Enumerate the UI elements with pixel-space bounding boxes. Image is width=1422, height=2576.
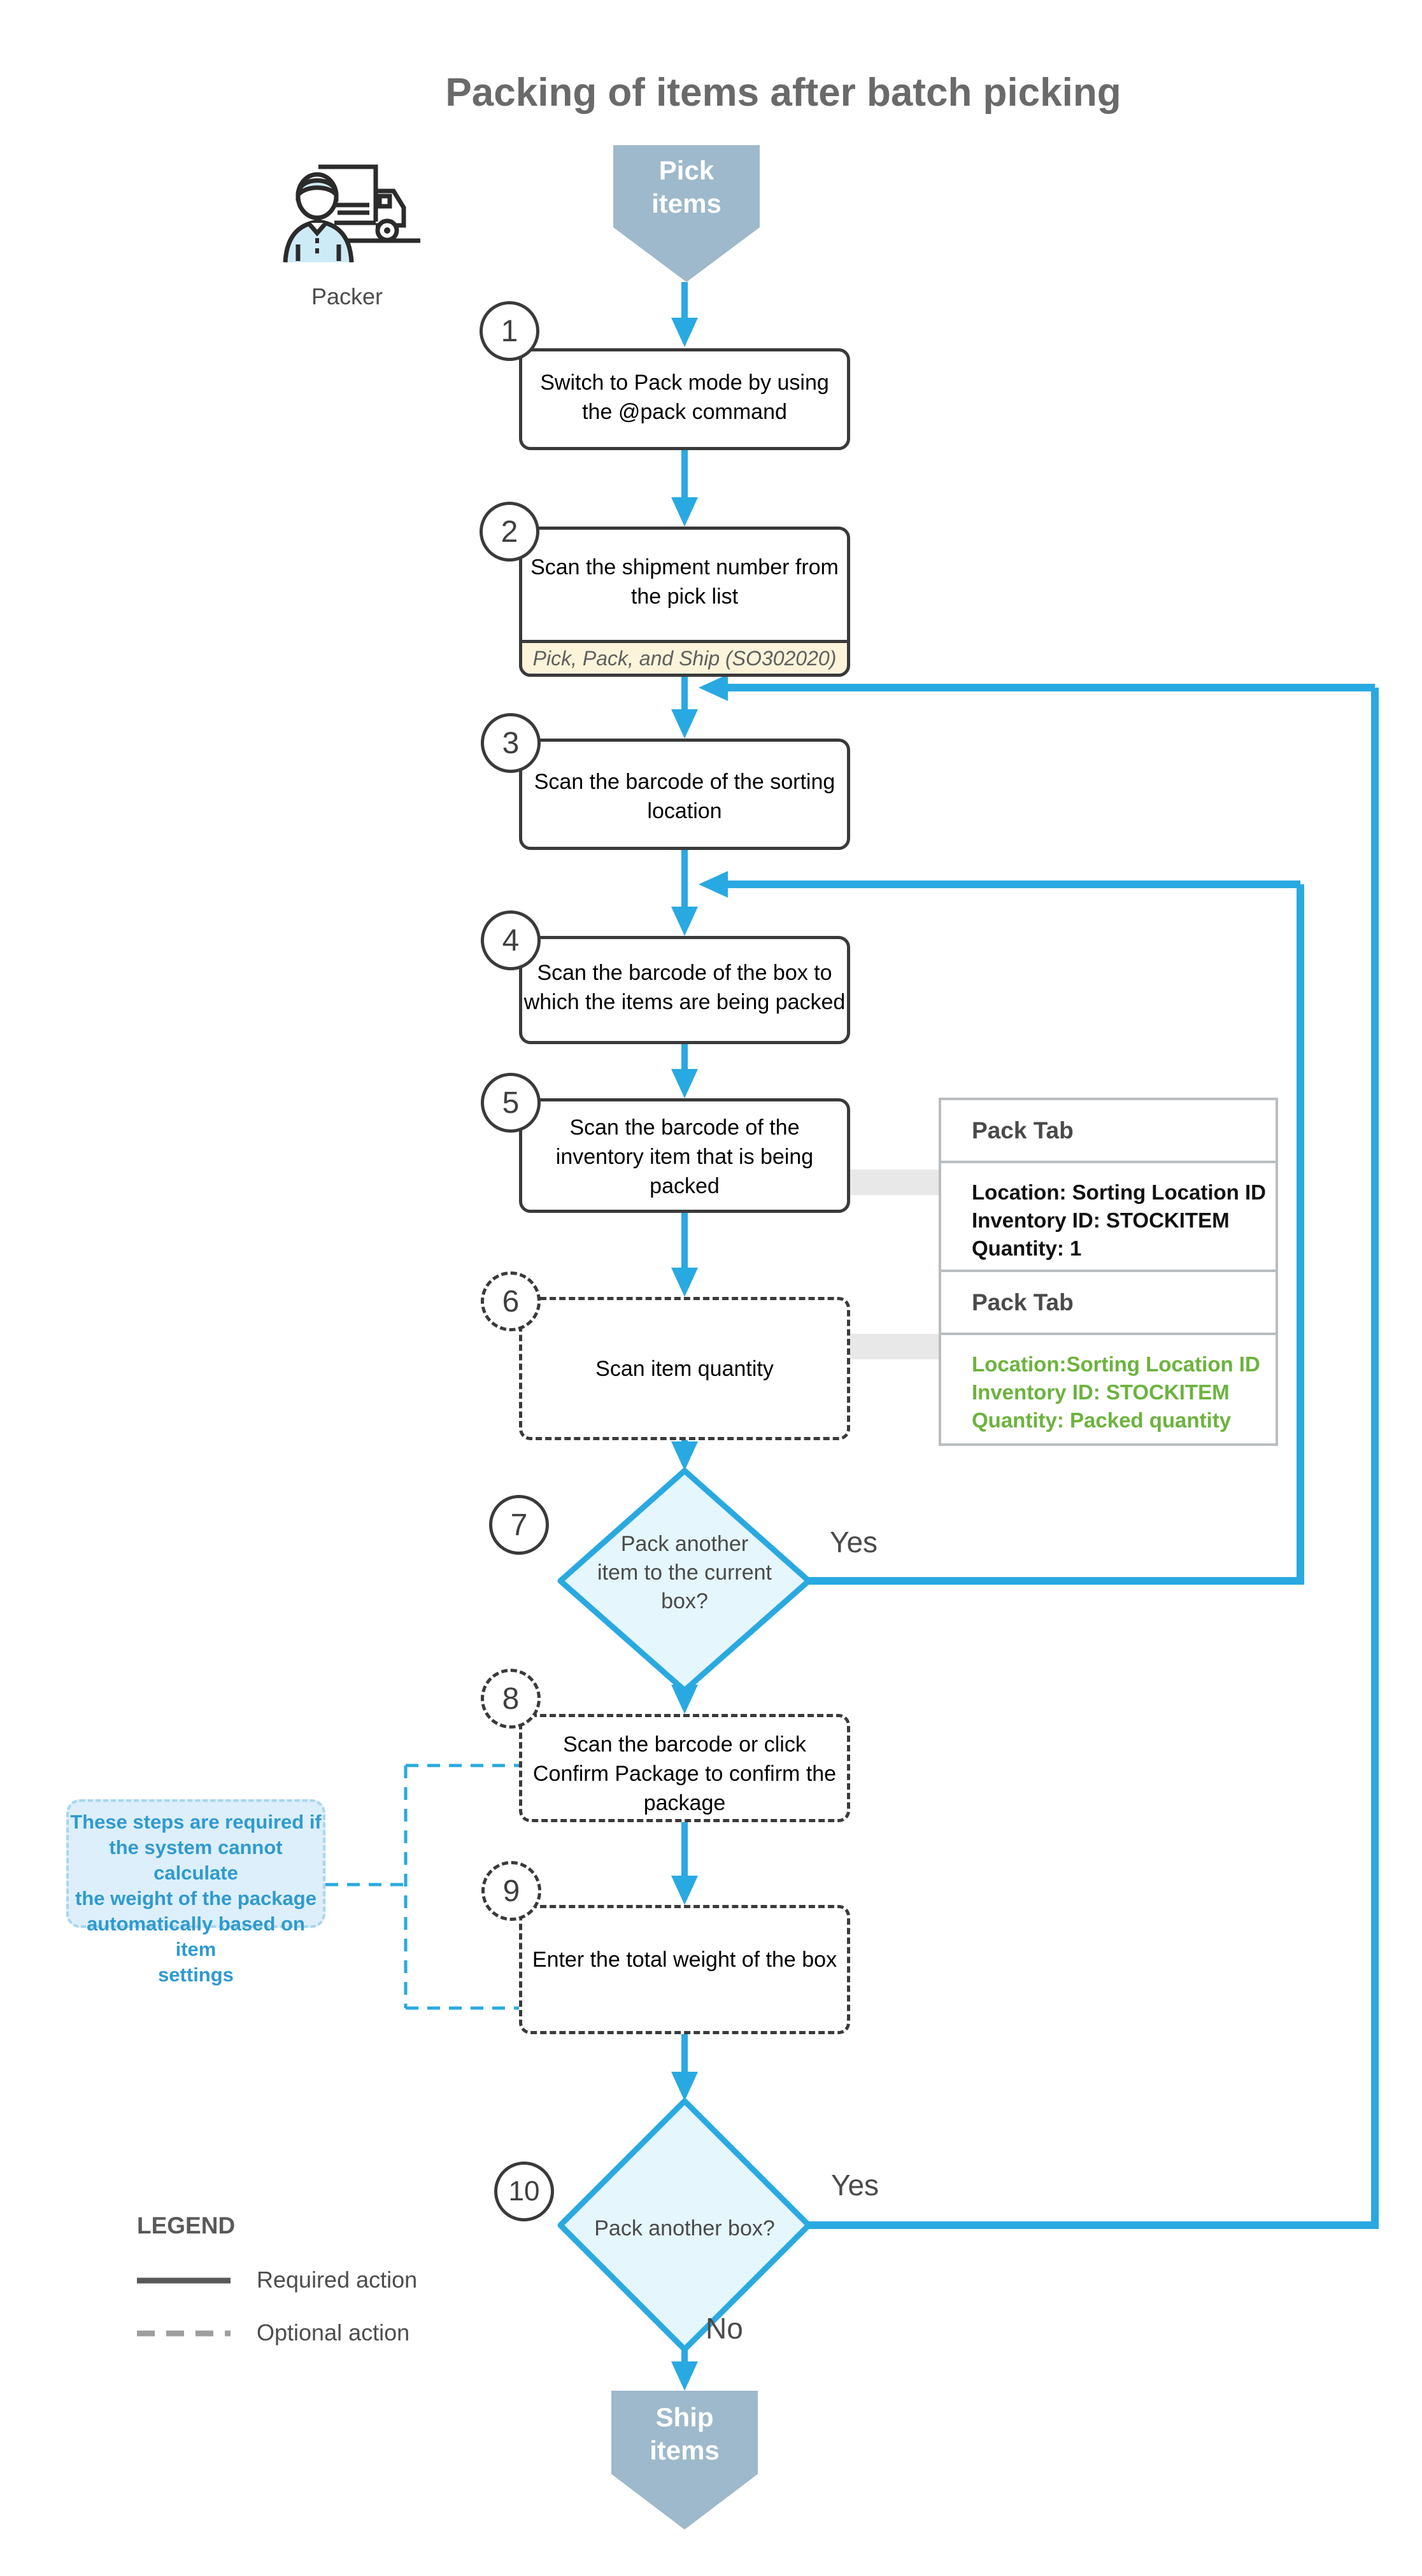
- pack-tab-callout-2: Pack Tab Location:Sorting Location ID In…: [939, 1270, 1278, 1446]
- step-7-number: 7: [510, 1508, 528, 1542]
- step-1-badge: 1: [480, 301, 539, 361]
- step-6-number: 6: [502, 1284, 520, 1319]
- step-5-box: Scan the barcode of the inventory item t…: [519, 1098, 850, 1213]
- arrow-step9-to-step10: [671, 2034, 698, 2101]
- arrow-step10-to-end: [671, 2349, 698, 2391]
- step-1-box: Switch to Pack mode by using the @pack c…: [519, 348, 850, 450]
- pack-tab-1-line-inventory: Inventory ID: STOCKITEM: [972, 1208, 1230, 1232]
- arrow-step8-to-step9: [671, 1822, 698, 1905]
- step-2-badge: 2: [480, 502, 539, 562]
- decision-7-diamond: [557, 1468, 812, 1694]
- step-10-badge: 10: [494, 2162, 554, 2221]
- step-8-number: 8: [502, 1681, 520, 1716]
- pack-tab-1-line-quantity: Quantity: 1: [972, 1236, 1082, 1260]
- packer-icon: [283, 164, 420, 263]
- arrow-start-to-step1: [671, 282, 698, 347]
- decision-7-text: Pack another item to the current box?: [597, 1532, 772, 1613]
- note-bracket: [325, 1764, 519, 2010]
- step-4-box: Scan the barcode of the box to which the…: [519, 936, 850, 1044]
- page-title: Packing of items after batch picking: [445, 71, 1121, 115]
- step-4-badge: 4: [481, 910, 541, 970]
- merge-arrow-into-step3: [699, 674, 1375, 701]
- merge-arrow-into-step4: [699, 871, 1300, 898]
- arrow-step4-to-step5: [671, 1044, 698, 1098]
- pack-tab-callout-1: Pack Tab Location: Sorting Location ID I…: [939, 1098, 1278, 1275]
- step-5-number: 5: [502, 1086, 520, 1120]
- decision-10-diamond: [557, 2098, 812, 2353]
- legend-required-label: Required action: [257, 2267, 418, 2293]
- legend-optional-label: Optional action: [257, 2319, 410, 2346]
- step-8-box: Scan the barcode or click Confirm Packag…: [519, 1714, 850, 1822]
- step-2-box: Scan the shipment number from the pick l…: [519, 527, 850, 677]
- pack-tab-2-line-quantity: Quantity: Packed quantity: [972, 1408, 1232, 1432]
- pack-tab-2-title: Pack Tab: [941, 1272, 1276, 1335]
- legend-title: LEGEND: [137, 2212, 236, 2239]
- step-10-number: 10: [508, 2176, 540, 2207]
- step-3-box: Scan the barcode of the sorting location: [519, 739, 850, 850]
- step-1-number: 1: [501, 314, 518, 348]
- weight-note: These steps are required if the system c…: [66, 1799, 325, 1986]
- arrow-step3-to-step4: [671, 850, 698, 936]
- packer-figure: [274, 159, 427, 271]
- decision-7-yes-label: Yes: [830, 1525, 878, 1559]
- pack-tab-1-title: Pack Tab: [941, 1100, 1276, 1163]
- step-3-badge: 3: [481, 713, 541, 773]
- step-9-box: Enter the total weight of the box: [519, 1905, 850, 2034]
- decision-10-yes-label: Yes: [831, 2169, 879, 2202]
- pack-tab-2-line-inventory: Inventory ID: STOCKITEM: [972, 1380, 1230, 1404]
- pack-tab-2-body: Location:Sorting Location ID Inventory I…: [941, 1335, 1276, 1434]
- step-2-annotation: Pick, Pack, and Ship (SO302020): [519, 640, 850, 677]
- arrow-step1-to-step2: [671, 450, 698, 527]
- decision-10-no-label: No: [706, 2312, 743, 2345]
- loop-step7-yes-line: [809, 884, 1304, 1585]
- decision-10-text: Pack another box?: [594, 2216, 775, 2240]
- step-7-badge: 7: [489, 1495, 549, 1555]
- pack-tab-2-line-location: Location:Sorting Location ID: [972, 1352, 1260, 1376]
- loop-step10-yes-line: [809, 688, 1379, 2229]
- step-3-number: 3: [502, 726, 520, 760]
- step-9-badge: 9: [481, 1861, 541, 1921]
- step-9-number: 9: [502, 1874, 520, 1908]
- arrow-step2-to-step3: [671, 677, 698, 739]
- step-6-badge: 6: [481, 1271, 541, 1331]
- callout-bar-step5: [850, 1170, 939, 1195]
- arrow-step5-to-step6: [671, 1213, 698, 1297]
- step-8-badge: 8: [481, 1669, 541, 1729]
- step-5-badge: 5: [481, 1073, 541, 1133]
- callout-bar-step6: [850, 1334, 939, 1359]
- step-6-box: Scan item quantity: [519, 1297, 850, 1440]
- step-2-text: Scan the shipment number from the pick l…: [530, 555, 839, 609]
- arrow-step6-to-step7: [671, 1440, 698, 1471]
- packer-label: Packer: [311, 283, 383, 309]
- pack-tab-1-body: Location: Sorting Location ID Inventory …: [941, 1163, 1276, 1263]
- pack-tab-1-line-location: Location: Sorting Location ID: [972, 1180, 1266, 1204]
- step-2-number: 2: [501, 514, 518, 549]
- step-4-number: 4: [502, 923, 520, 958]
